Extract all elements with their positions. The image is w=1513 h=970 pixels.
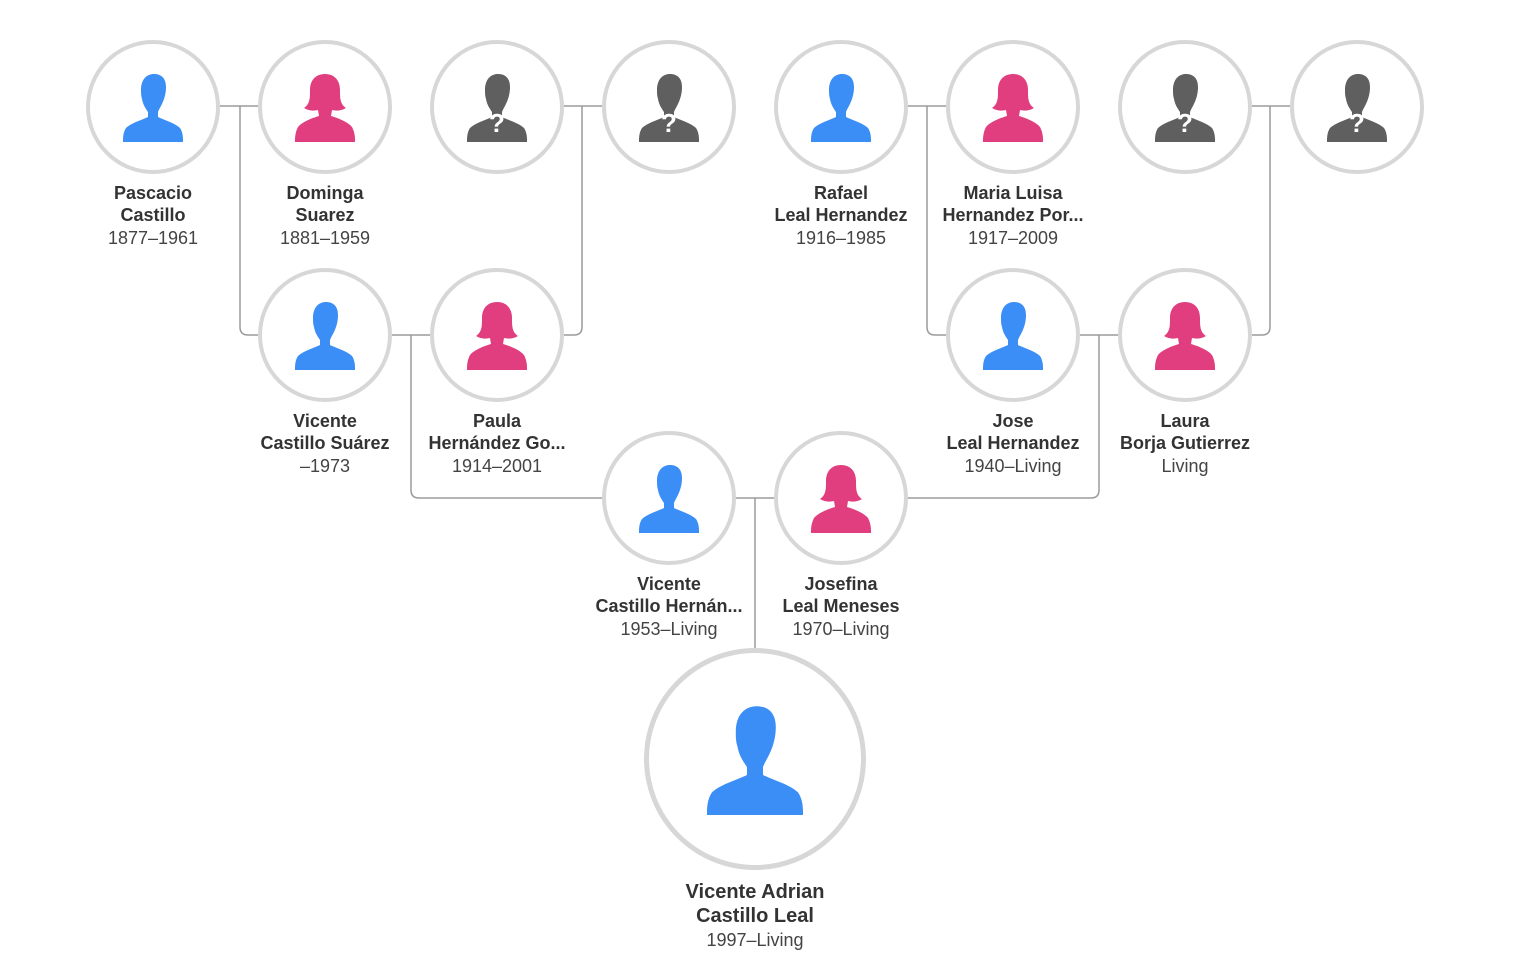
avatar[interactable]: [946, 268, 1080, 402]
female-silhouette-icon: [467, 300, 527, 370]
connector-unknown1-unknown2: [564, 105, 602, 336]
person-dates: 1940–Living: [964, 456, 1062, 476]
person-dates: 1970–Living: [792, 619, 890, 639]
person-dates: 1881–1959: [279, 228, 371, 248]
person-unknown-4[interactable]: ?: [1267, 40, 1447, 174]
male-silhouette-icon: [706, 703, 804, 815]
male-silhouette-icon: [983, 300, 1043, 370]
avatar[interactable]: [946, 40, 1080, 174]
avatar[interactable]: [774, 40, 908, 174]
connector-unknown3-unknown4: [1252, 105, 1290, 336]
connector-pascacio-dominga: [220, 105, 258, 336]
avatar[interactable]: [430, 268, 564, 402]
person-unknown-2[interactable]: ?: [579, 40, 759, 174]
avatar[interactable]: [86, 40, 220, 174]
person-unknown-3[interactable]: ?: [1095, 40, 1275, 174]
unknown-person-icon: ?: [467, 72, 527, 142]
person-dates: 1877–1961: [107, 228, 199, 248]
female-silhouette-icon: [983, 72, 1043, 142]
avatar[interactable]: [644, 648, 866, 870]
person-dates: 1953–Living: [620, 619, 718, 639]
svg-text:?: ?: [661, 108, 677, 138]
female-silhouette-icon: [811, 463, 871, 533]
svg-text:?: ?: [489, 108, 505, 138]
male-silhouette-icon: [295, 300, 355, 370]
person-dates: 1916–1985: [795, 228, 887, 248]
unknown-person-icon: ?: [1155, 72, 1215, 142]
avatar[interactable]: ?: [1290, 40, 1424, 174]
connector-jose-laura: [908, 334, 1118, 499]
person-dates: 1914–2001: [451, 456, 543, 476]
female-silhouette-icon: [295, 72, 355, 142]
connector-vicente-paula: [392, 334, 602, 499]
person-dates: –1973: [299, 456, 351, 476]
connector-rafael-marialuisa: [908, 105, 946, 336]
person-dates: Living: [1161, 456, 1209, 476]
avatar[interactable]: [258, 40, 392, 174]
person-dates: 1997–Living: [706, 930, 804, 950]
avatar[interactable]: [774, 431, 908, 565]
person-dates: 1917–2009: [967, 228, 1059, 248]
male-silhouette-icon: [123, 72, 183, 142]
avatar[interactable]: ?: [1118, 40, 1252, 174]
svg-text:?: ?: [1349, 108, 1365, 138]
male-silhouette-icon: [811, 72, 871, 142]
avatar[interactable]: [1118, 268, 1252, 402]
avatar[interactable]: ?: [430, 40, 564, 174]
connector-parents: [736, 497, 774, 648]
avatar[interactable]: [602, 431, 736, 565]
svg-text:?: ?: [1177, 108, 1193, 138]
avatar[interactable]: [258, 268, 392, 402]
unknown-person-icon: ?: [639, 72, 699, 142]
unknown-person-icon: ?: [1327, 72, 1387, 142]
avatar[interactable]: ?: [602, 40, 736, 174]
person-unknown-1[interactable]: ?: [407, 40, 587, 174]
male-silhouette-icon: [639, 463, 699, 533]
female-silhouette-icon: [1155, 300, 1215, 370]
